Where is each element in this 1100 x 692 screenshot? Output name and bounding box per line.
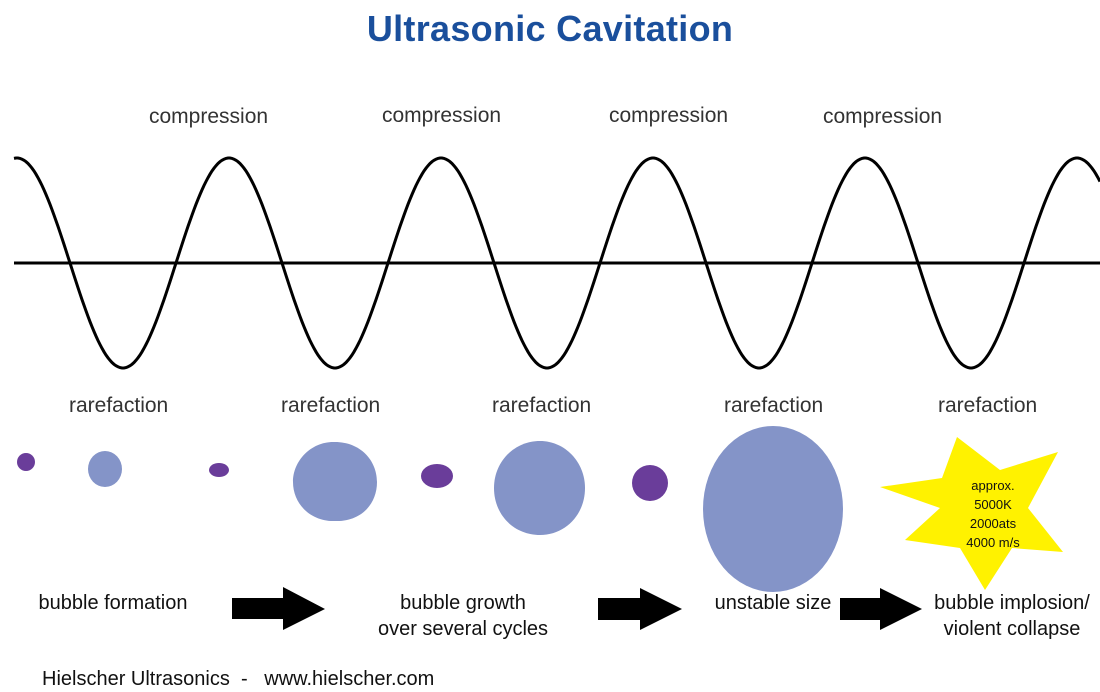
compression-label: compression: [149, 105, 269, 128]
bubble-tiny-1: [17, 453, 35, 471]
bubble-tiny-2: [209, 463, 229, 477]
implosion-star: [880, 437, 1063, 590]
rarefaction-label: rarefaction: [69, 394, 169, 417]
footer-credit: Hielscher Ultrasonics - www.hielscher.co…: [42, 668, 435, 690]
compression-label: compression: [609, 104, 729, 127]
stage-line: bubble formation: [38, 592, 188, 614]
rarefaction-label: rarefaction: [492, 394, 592, 417]
rarefaction-label: rarefaction: [938, 394, 1038, 417]
bubble-small-purple-3: [632, 465, 668, 501]
compression-label: compression: [382, 104, 502, 127]
stage-caption-growth: bubble growth over several cycles: [378, 590, 548, 642]
compression-label: compression: [823, 105, 943, 128]
bubble-unstable: [703, 426, 843, 592]
rarefaction-label: rarefaction: [281, 394, 381, 417]
stage-line: unstable size: [714, 592, 832, 614]
implosion-stat: 2000ats: [969, 516, 1017, 531]
arrow-1: [232, 587, 325, 630]
implosion-stat: approx.: [971, 478, 1015, 493]
stage-line: violent collapse: [943, 618, 1081, 640]
implosion-stats: approx. 5000K 2000ats 4000 m/s: [966, 476, 1019, 552]
bubble-small-blue-1: [88, 451, 122, 487]
bubble-small-purple-2: [421, 464, 453, 488]
implosion-stat: 4000 m/s: [966, 535, 1020, 550]
bubble-growth-2: [494, 441, 585, 535]
bubble-growth-1: [293, 441, 377, 522]
stage-line: bubble implosion/: [934, 592, 1090, 614]
diagram-title: Ultrasonic Cavitation: [366, 8, 734, 49]
arrow-3: [840, 588, 922, 630]
stage-caption-unstable: unstable size: [715, 590, 832, 616]
rarefaction-label: rarefaction: [724, 394, 824, 417]
stage-line: bubble growth: [400, 592, 526, 614]
arrow-2: [598, 588, 682, 630]
stage-caption-implosion: bubble implosion/ violent collapse: [934, 590, 1090, 642]
implosion-stat: 5000K: [974, 497, 1012, 512]
stage-line: over several cycles: [377, 618, 549, 640]
stage-caption-formation: bubble formation: [39, 590, 188, 616]
pressure-wave: [13, 156, 1100, 370]
